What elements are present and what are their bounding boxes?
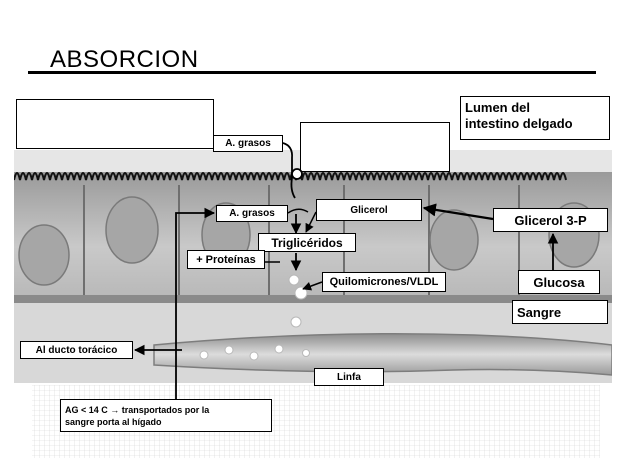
arrow-quilomicrones-pointer	[303, 282, 322, 289]
line-ag-note-to-a-grasos	[176, 213, 214, 399]
arrow-a-grasos-mid	[288, 209, 308, 213]
membrane-transport-circle	[292, 169, 302, 179]
arrow-glicerol-to-tg	[306, 212, 316, 232]
arrow-glicerol3p-to-glicerol	[424, 208, 493, 219]
